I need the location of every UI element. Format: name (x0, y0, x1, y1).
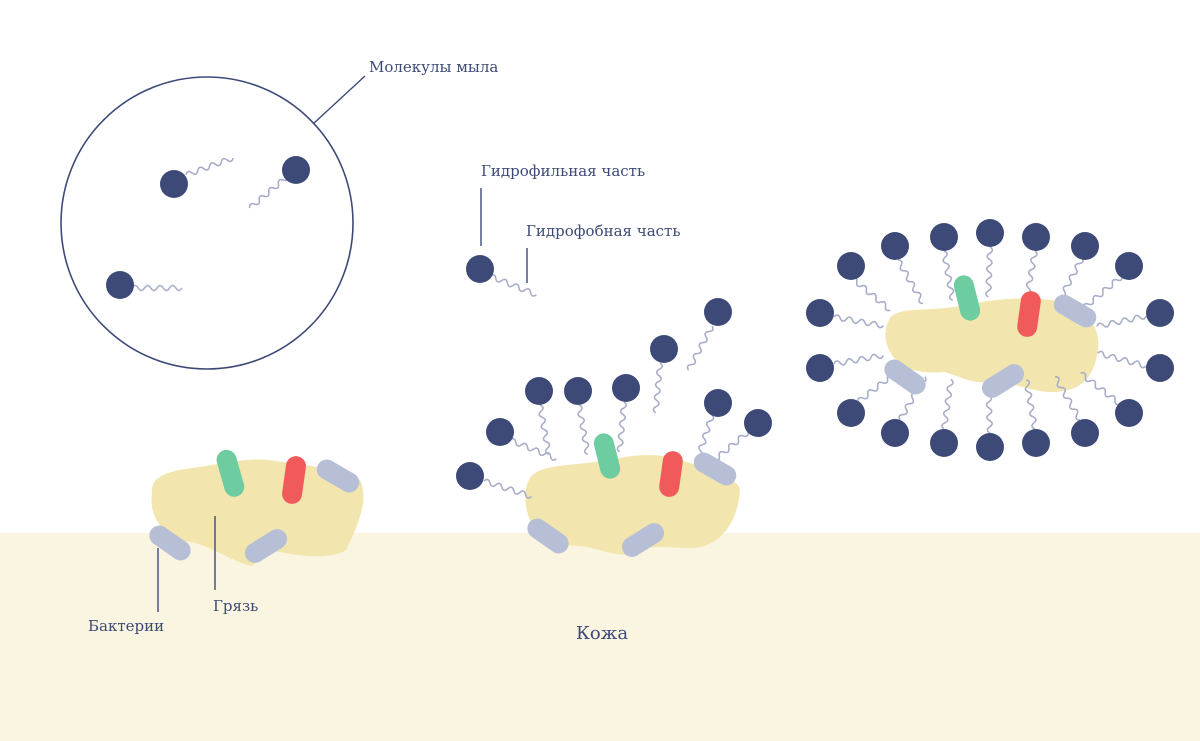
soap-molecule-icon (1081, 252, 1143, 311)
bacteria-icon (149, 525, 191, 561)
bacteria-icon (953, 275, 981, 321)
soap-molecule-icon (1055, 232, 1099, 305)
skin-label: Кожа (576, 623, 628, 644)
bacteria-icon (1017, 291, 1041, 337)
soap-molecule-icon (837, 252, 893, 313)
soap-molecule-icon (1022, 223, 1050, 302)
soap-molecule-icon (247, 156, 310, 211)
soap-molecule-icon (976, 219, 1004, 298)
soap-molecules-label: Молекулы мыла (369, 58, 498, 76)
soap-molecule-icon (466, 255, 539, 298)
soap-molecule-icon (1022, 378, 1050, 457)
skin-layer (0, 533, 1200, 741)
bacteria-icon (244, 529, 288, 563)
dirt-blob-icon (885, 298, 1099, 392)
dirt-label: Грязь (213, 597, 258, 615)
soap-molecule-icon (612, 374, 640, 453)
soap-molecule-icon (106, 271, 183, 299)
micelle (806, 219, 1174, 461)
bacteria-icon (316, 459, 360, 493)
bacteria-icon (884, 359, 926, 395)
bacteria-icon (981, 364, 1025, 398)
soap-molecule-icon (976, 382, 1004, 461)
soap-molecule-icon (1096, 349, 1174, 382)
bacteria-icon (216, 449, 245, 497)
soap-molecule-icon (930, 223, 958, 302)
soap-molecule-icon (456, 462, 534, 500)
bacteria-icon (282, 456, 306, 504)
soap-molecule-icon (1095, 299, 1174, 330)
soap-molecule-icon (707, 409, 772, 467)
bacteria-icon (527, 518, 569, 554)
soap-molecule-group (456, 298, 772, 500)
bacteria-icon (593, 433, 621, 479)
soap-molecule-icon (160, 154, 235, 198)
soap-molecule-icon (564, 377, 592, 456)
bacteria-label: Бактерии (88, 617, 164, 635)
soap-molecule-icon (685, 298, 732, 373)
soap-molecule-icon (881, 232, 926, 306)
soap-molecule-icon (806, 352, 885, 382)
bacteria-icon (1053, 294, 1097, 328)
soap-molecule-icon (1052, 374, 1099, 447)
soap-molecule-icon (837, 368, 900, 427)
bacteria-icon (659, 451, 683, 497)
soap-molecule-icon (650, 335, 678, 414)
hydrophilic-label: Гидрофильная часть (481, 162, 645, 180)
hydrophobic-label: Гидрофобная часть (526, 222, 681, 240)
soap-molecule-icon (806, 299, 885, 329)
soap-molecule-icon (881, 374, 928, 447)
soap-molecule-icon (693, 389, 732, 465)
soap-molecule-icon (486, 418, 559, 462)
soap-molecule-icon (1078, 370, 1143, 427)
soap-molecule-icon (525, 377, 553, 456)
dirt-blob-icon (525, 455, 740, 555)
magnifier-circle (60, 76, 354, 370)
bacteria-icon (693, 452, 737, 486)
soap-molecule-icon (930, 378, 958, 457)
bacteria-icon (621, 523, 665, 557)
soap-molecules-leader (312, 75, 366, 125)
dirt-blob-icon (151, 459, 364, 566)
